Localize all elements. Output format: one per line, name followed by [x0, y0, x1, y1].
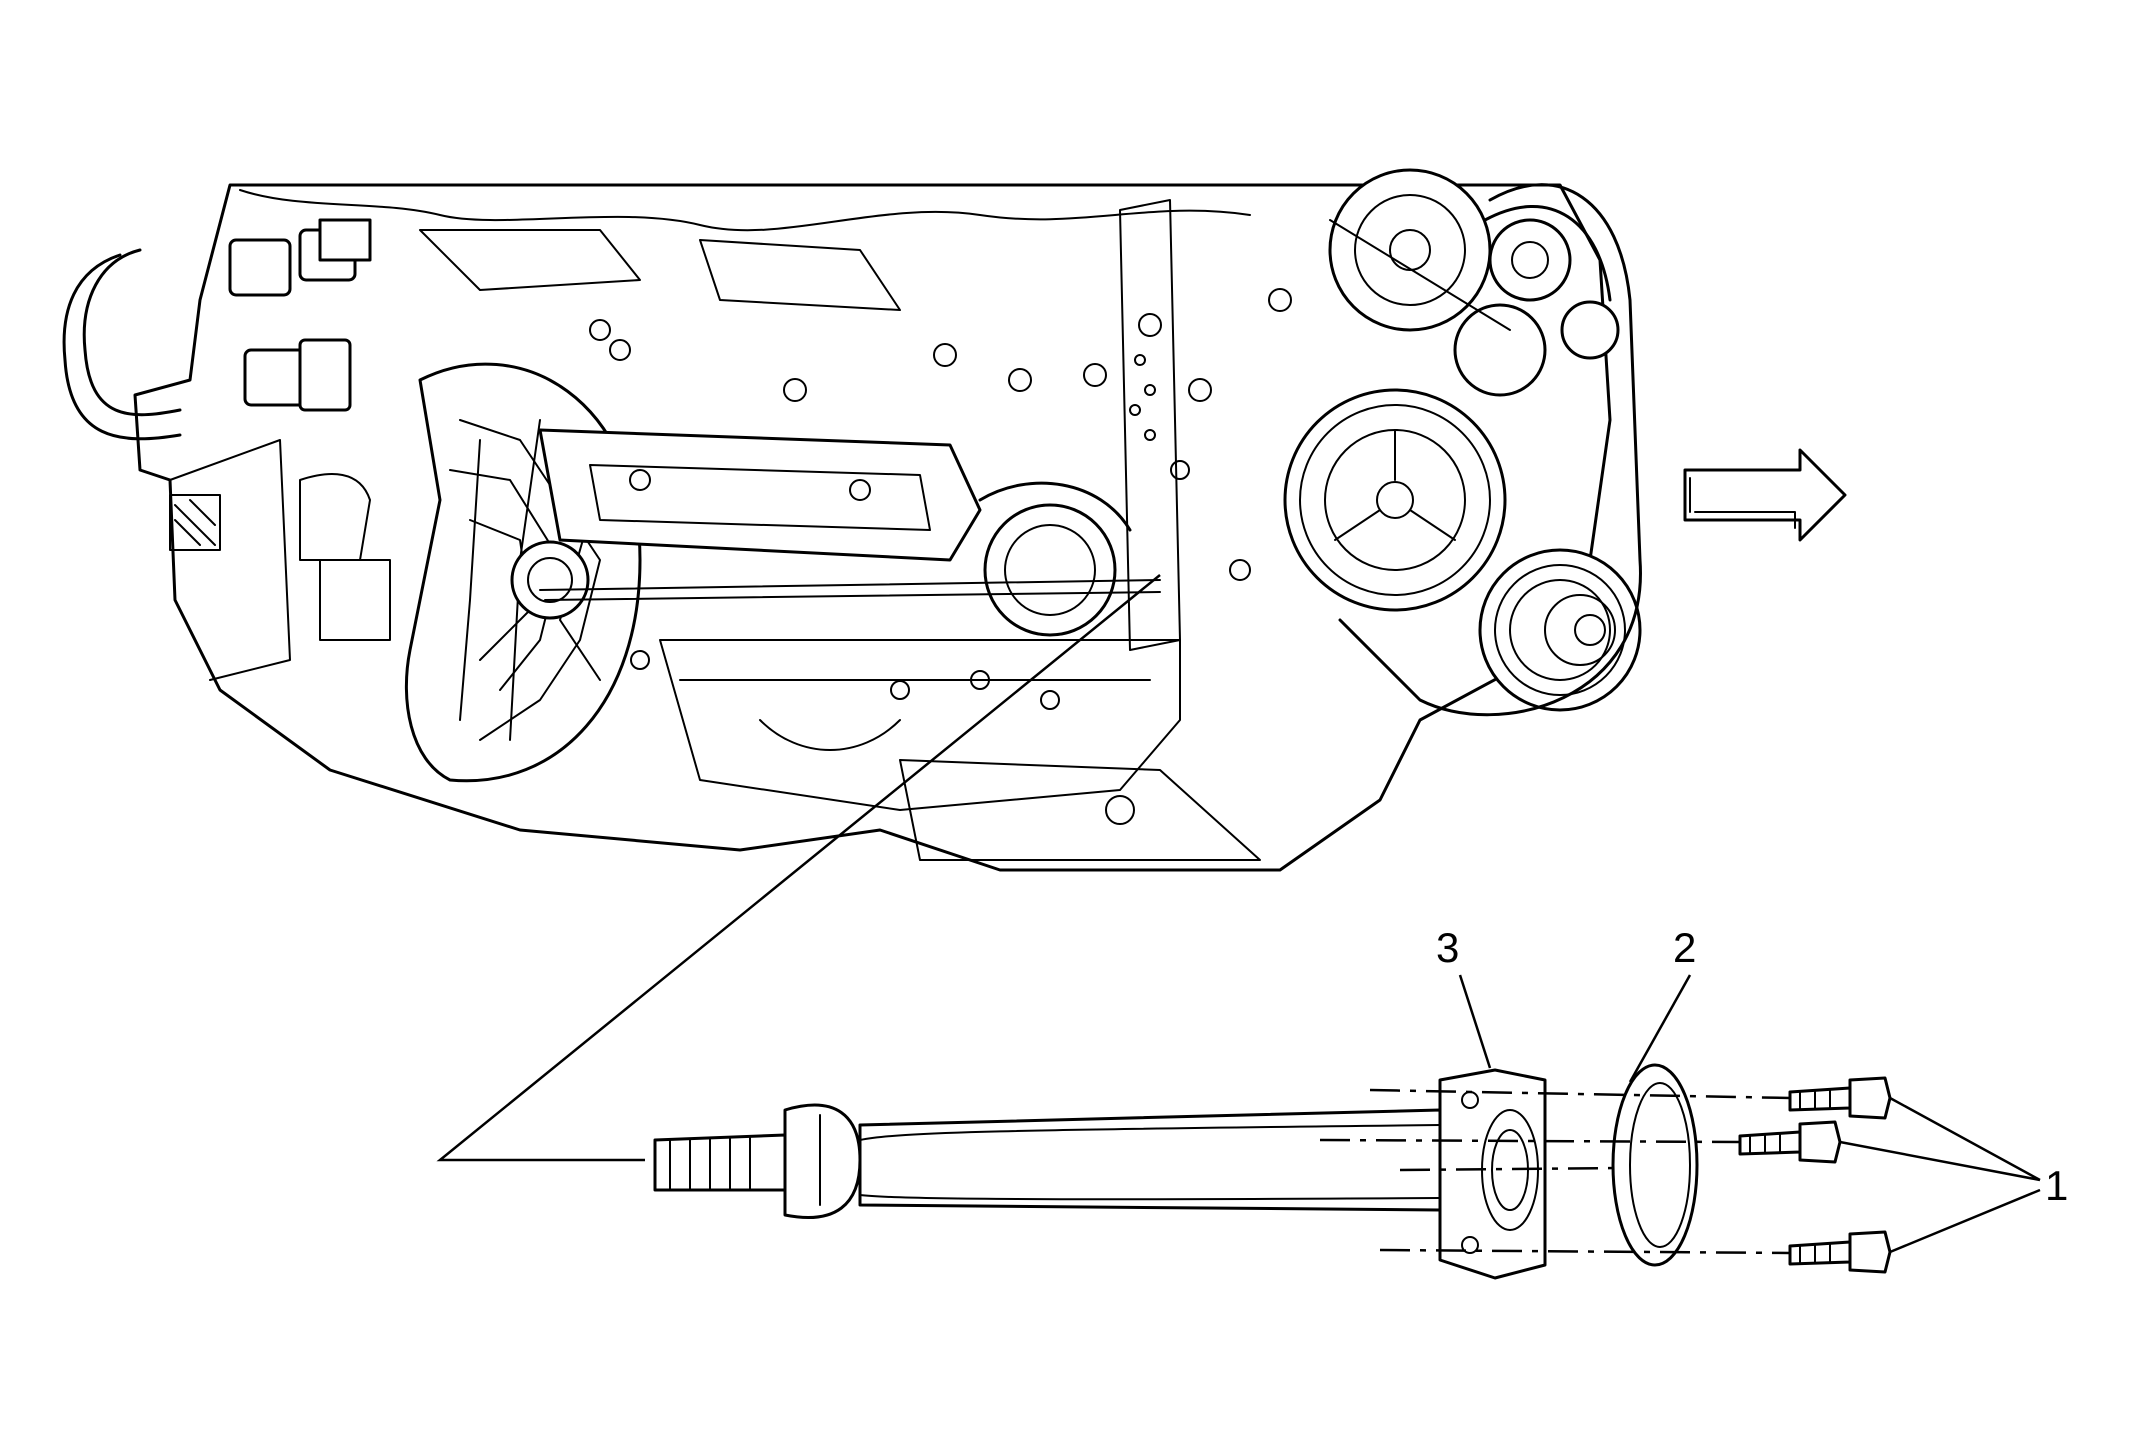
callout-label-2: 2: [1673, 924, 1696, 971]
callout-1: 1: [1839, 1096, 2068, 1254]
bolt-top: [1788, 1076, 1892, 1120]
callout-2: 2: [1628, 924, 1696, 1083]
seal-ring: [1611, 1063, 1699, 1267]
callout-label-3: 3: [1436, 924, 1459, 971]
callout-3: 3: [1436, 924, 1492, 1069]
engine-assembly: [62, 168, 1642, 872]
alignment-lines: [1319, 1088, 1791, 1255]
shaft-flange: [1438, 1068, 1547, 1280]
detail-leader-lines: [436, 574, 1161, 1162]
right-arrow-icon: [1683, 448, 1847, 542]
bolt-middle: [1738, 1120, 1842, 1164]
bolt-bottom: [1788, 1230, 1892, 1274]
callout-label-1: 1: [2045, 1162, 2068, 1209]
shaft-assembly: [653, 1063, 1892, 1280]
